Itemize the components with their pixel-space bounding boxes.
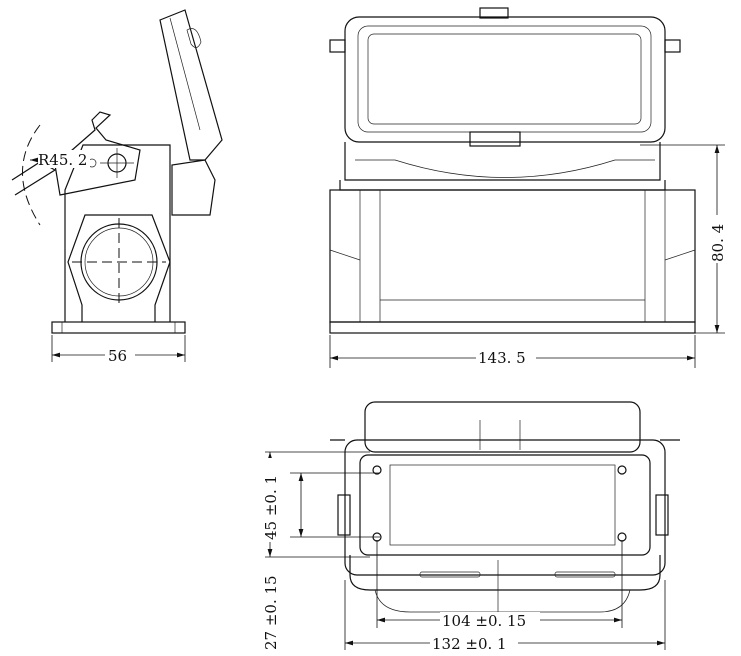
side-base-plate: [51, 321, 186, 334]
side-view: [11, 9, 223, 362]
swing-arc: [22, 124, 41, 226]
mount-spacing-vertical-label: 45 ±0. 1: [262, 475, 280, 540]
front-open-lid: [344, 16, 666, 143]
mount-spacing-horizontal-label: 104 ±0. 15: [442, 612, 526, 630]
bottom-lid: [364, 401, 641, 453]
base-width-label: 132 ±0. 1: [432, 635, 507, 653]
front-body: [329, 189, 696, 323]
radius-label: R45. 2: [38, 151, 87, 169]
side-body: [64, 144, 171, 322]
side-width-label: 56: [108, 347, 127, 365]
bottom-view: [265, 401, 680, 650]
mount-offset-vertical-label: 27 ±0. 15: [262, 575, 280, 650]
front-width-label: 143. 5: [478, 349, 526, 367]
height-label: 80. 4: [709, 224, 727, 262]
side-open-lid: [159, 9, 223, 161]
front-view: [329, 7, 725, 368]
front-base-plate: [329, 321, 696, 334]
bottom-housing: [344, 439, 666, 576]
latch-lever: [54, 111, 141, 196]
side-cover-hinge: [171, 159, 216, 216]
